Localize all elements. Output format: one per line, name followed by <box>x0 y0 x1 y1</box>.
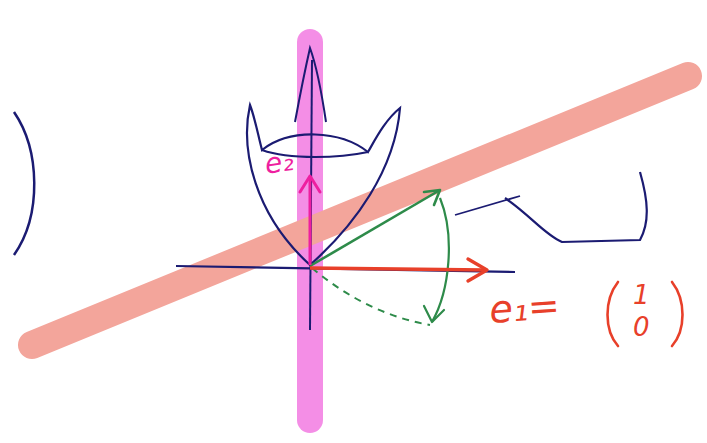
vector-label: e₂ <box>263 146 295 180</box>
vector-bracket <box>672 282 683 346</box>
rotated-vector <box>310 190 440 266</box>
vector-component: 1 <box>633 281 650 310</box>
arrow-head <box>300 176 320 192</box>
curve-fragment <box>14 112 34 255</box>
rotation-arc <box>432 198 449 322</box>
vector-component: 0 <box>633 313 650 342</box>
label-slot: e₂ <box>263 146 295 180</box>
tulip-shape <box>295 48 326 122</box>
vector-bracket <box>608 282 619 346</box>
arrow-head <box>468 259 487 281</box>
basis-vector <box>309 178 312 265</box>
highlight-band <box>32 76 688 345</box>
basis-vector <box>310 268 485 270</box>
rotated-shape <box>455 196 520 215</box>
label-slot: e₁= <box>488 285 561 332</box>
vector-label: e₁= <box>488 285 561 332</box>
y-axis <box>310 60 312 330</box>
arrow-head <box>424 190 440 205</box>
arrow-head <box>424 306 444 322</box>
rotated-shape <box>505 172 647 242</box>
x-axis <box>176 266 515 272</box>
rotated-vector <box>312 268 430 325</box>
tulip-shape <box>247 105 400 265</box>
label-slot: 1 <box>633 281 650 310</box>
label-slot: 0 <box>633 313 650 342</box>
